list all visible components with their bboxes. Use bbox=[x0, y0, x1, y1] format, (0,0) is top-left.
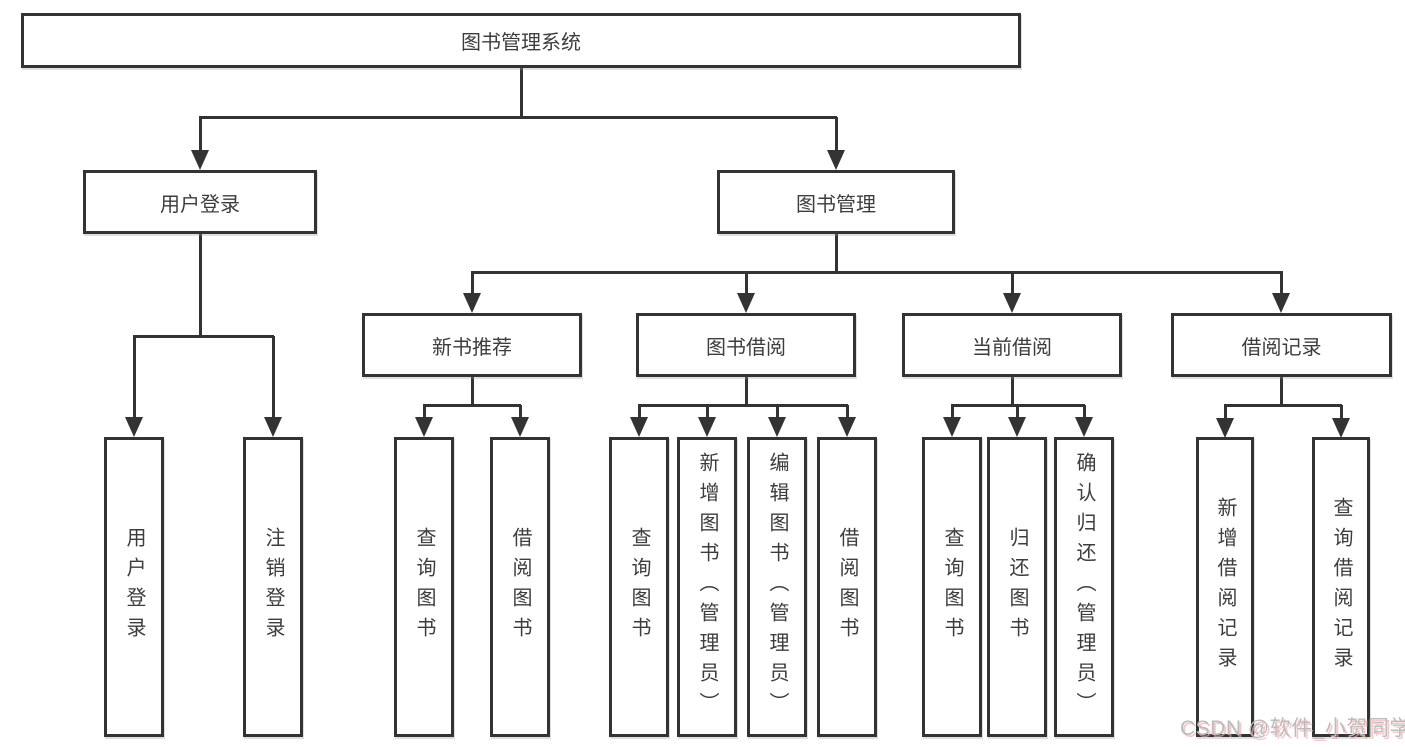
connector-arrow-down-icon bbox=[511, 417, 529, 437]
connector-arrow-down-icon bbox=[943, 417, 961, 437]
connector-arrow-down-icon bbox=[1003, 293, 1021, 313]
connector-line bbox=[423, 403, 521, 407]
connector-line bbox=[198, 234, 202, 338]
connector-line bbox=[519, 68, 523, 119]
connector-arrow-down-icon bbox=[838, 417, 856, 437]
node-current-borrowing-label: 当前借阅 bbox=[972, 336, 1052, 359]
node-book-borrowing-label: 图书借阅 bbox=[706, 336, 786, 359]
node-borrowing-records-label: 借阅记录 bbox=[1241, 336, 1322, 359]
connector-line bbox=[470, 377, 474, 407]
leaf-user-login-label: 用户登录 bbox=[123, 527, 145, 647]
connector-line bbox=[199, 115, 837, 119]
connector-line bbox=[1279, 272, 1283, 297]
connector-arrow-down-icon bbox=[630, 417, 648, 437]
connector-line bbox=[133, 334, 274, 338]
connector-line bbox=[744, 377, 748, 407]
node-user-login-label: 用户登录 bbox=[160, 193, 240, 216]
connector-line bbox=[1010, 272, 1014, 297]
connector-line bbox=[471, 270, 1283, 274]
connector-arrow-down-icon bbox=[1332, 418, 1350, 438]
connector-arrow-down-icon bbox=[1216, 418, 1234, 438]
leaf-add-borrow-record-label: 新增借阅记录 bbox=[1214, 497, 1236, 677]
leaf-return-books-label: 归还图书 bbox=[1006, 527, 1028, 647]
connector-line bbox=[1279, 377, 1283, 407]
leaf-borrow-books-borrowing: 借阅图书 bbox=[817, 437, 877, 737]
connector-arrow-down-icon bbox=[415, 417, 433, 437]
connector-line bbox=[518, 405, 522, 421]
leaf-query-books-current-label: 查询图书 bbox=[941, 527, 963, 647]
connector-line bbox=[705, 405, 709, 421]
leaf-query-books-borrowing-label: 查询图书 bbox=[628, 527, 650, 647]
watermark: CSDN @软件_小贺同学 bbox=[1180, 717, 1405, 740]
leaf-borrow-books-recommend: 借阅图书 bbox=[490, 437, 550, 737]
leaf-query-borrow-record: 查询借阅记录 bbox=[1312, 437, 1370, 737]
leaf-query-books-recommend: 查询图书 bbox=[394, 437, 454, 737]
connector-arrow-down-icon bbox=[125, 417, 143, 437]
connector-line bbox=[470, 272, 474, 297]
leaf-user-login: 用户登录 bbox=[104, 437, 164, 737]
leaf-borrow-books-borrowing-label: 借阅图书 bbox=[836, 527, 858, 647]
connector-line bbox=[271, 336, 275, 421]
node-current-borrowing: 当前借阅 bbox=[902, 313, 1122, 377]
connector-line bbox=[1082, 405, 1086, 421]
node-new-book-recommendation-label: 新书推荐 bbox=[432, 336, 512, 359]
connector-arrow-down-icon bbox=[1075, 417, 1093, 437]
connector-arrow-down-icon bbox=[827, 150, 845, 170]
connector-line bbox=[775, 405, 779, 421]
node-user-login: 用户登录 bbox=[83, 170, 317, 234]
connector-line bbox=[1223, 405, 1227, 422]
leaf-edit-book-admin: 编辑图书（管理员） bbox=[747, 437, 807, 737]
connector-line bbox=[1010, 377, 1014, 407]
connector-line bbox=[1339, 405, 1343, 422]
connector-arrow-down-icon bbox=[737, 293, 755, 313]
node-root-label: 图书管理系统 bbox=[461, 32, 581, 54]
connector-line bbox=[1015, 405, 1019, 421]
connector-line bbox=[1224, 403, 1342, 407]
leaf-add-borrow-record: 新增借阅记录 bbox=[1196, 437, 1254, 737]
connector-line bbox=[950, 405, 954, 421]
leaf-add-book-admin: 新增图书（管理员） bbox=[677, 437, 737, 737]
node-book-management-label: 图书管理 bbox=[796, 193, 876, 216]
connector-line bbox=[637, 405, 641, 421]
leaf-logout: 注销登录 bbox=[243, 437, 303, 737]
leaf-logout-label: 注销登录 bbox=[262, 527, 284, 647]
connector-arrow-down-icon bbox=[264, 417, 282, 437]
leaf-query-borrow-record-label: 查询借阅记录 bbox=[1330, 497, 1352, 677]
leaf-query-books-current: 查询图书 bbox=[922, 437, 982, 737]
node-book-borrowing: 图书借阅 bbox=[636, 313, 856, 377]
connector-arrow-down-icon bbox=[698, 417, 716, 437]
leaf-query-books-borrowing: 查询图书 bbox=[609, 437, 669, 737]
connector-line bbox=[834, 234, 838, 274]
connector-line bbox=[132, 336, 136, 421]
connector-line bbox=[744, 272, 748, 297]
connector-line bbox=[845, 405, 849, 421]
leaf-add-book-admin-label: 新增图书（管理员） bbox=[696, 452, 718, 722]
connector-arrow-down-icon bbox=[191, 150, 209, 170]
connector-line bbox=[422, 405, 426, 421]
connector-line bbox=[638, 403, 848, 407]
leaf-confirm-return-admin-label: 确认归还（管理员） bbox=[1073, 452, 1095, 722]
node-root-library-system: 图书管理系统 bbox=[21, 13, 1021, 68]
connector-arrow-down-icon bbox=[1008, 417, 1026, 437]
connector-arrow-down-icon bbox=[1272, 293, 1290, 313]
connector-arrow-down-icon bbox=[463, 293, 481, 313]
connector-arrow-down-icon bbox=[768, 417, 786, 437]
node-new-book-recommendation: 新书推荐 bbox=[362, 313, 582, 377]
leaf-return-books: 归还图书 bbox=[987, 437, 1047, 737]
connector-line bbox=[198, 117, 202, 154]
leaf-query-books-recommend-label: 查询图书 bbox=[413, 527, 435, 647]
node-book-management: 图书管理 bbox=[717, 170, 955, 234]
leaf-edit-book-admin-label: 编辑图书（管理员） bbox=[766, 452, 788, 722]
leaf-borrow-books-recommend-label: 借阅图书 bbox=[509, 527, 531, 647]
node-borrowing-records: 借阅记录 bbox=[1171, 313, 1392, 377]
connector-line bbox=[834, 117, 838, 154]
leaf-confirm-return-admin: 确认归还（管理员） bbox=[1054, 437, 1114, 737]
